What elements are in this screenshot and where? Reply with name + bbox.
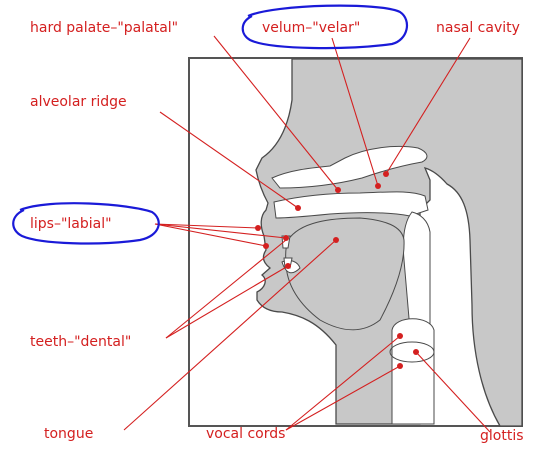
label-lips: lips–"labial" [30, 216, 112, 232]
dot-vocal-cords-b [397, 363, 403, 369]
dot-glottis [413, 349, 419, 355]
label-tongue: tongue [44, 426, 93, 442]
label-vocal-cords: vocal cords [206, 426, 285, 442]
dot-teeth-lower [285, 263, 291, 269]
dot-nasal-cavity [383, 171, 389, 177]
dot-lower-lip [263, 243, 269, 249]
dot-vocal-cords-a [397, 333, 403, 339]
label-glottis: glottis [480, 428, 524, 444]
dot-tongue [333, 237, 339, 243]
dot-upper-lip [255, 225, 261, 231]
dot-hard-palate [335, 187, 341, 193]
label-velum: velum–"velar" [262, 20, 360, 36]
dot-teeth-upper [283, 235, 289, 241]
label-alveolar-ridge: alveolar ridge [30, 94, 127, 110]
label-teeth: teeth–"dental" [30, 334, 131, 350]
dot-alveolar-ridge [295, 205, 301, 211]
label-nasal-cavity: nasal cavity [436, 20, 520, 36]
label-hard-palate: hard palate–"palatal" [30, 20, 178, 36]
dot-velum [375, 183, 381, 189]
